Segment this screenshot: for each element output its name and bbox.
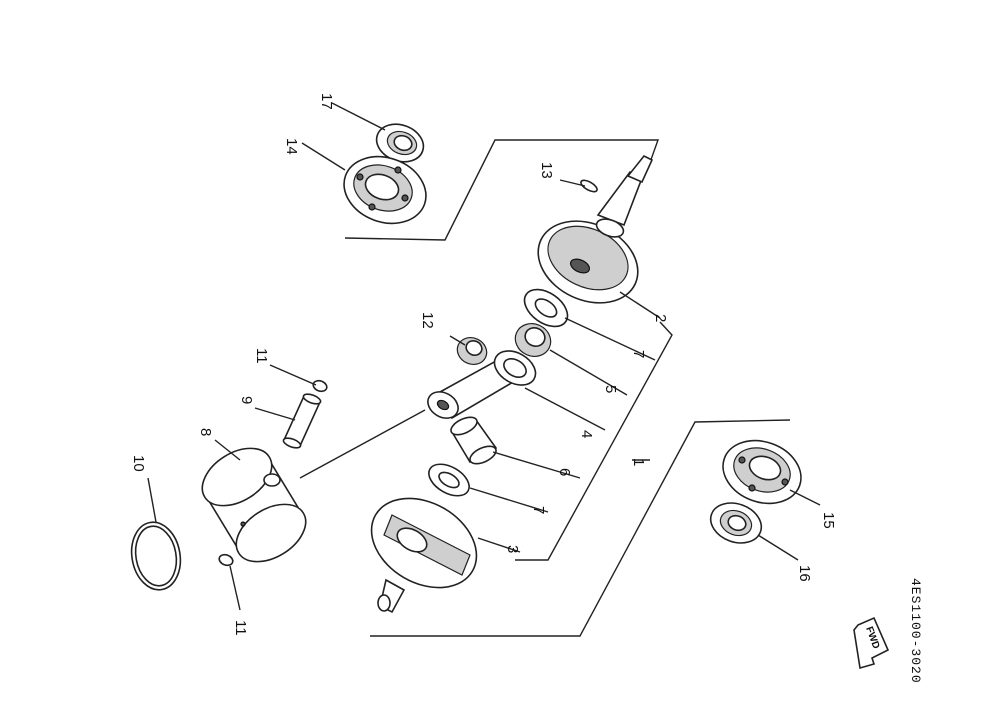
diagram-code: 4ES1100-3020 (908, 578, 923, 684)
label-13: 13 (538, 162, 555, 179)
oil-seal-top (375, 123, 425, 163)
label-7-lower: 7 (530, 506, 547, 514)
bearing-top (343, 155, 427, 225)
label-7-upper: 7 (630, 350, 647, 358)
bearing-lower (722, 439, 802, 505)
label-15: 15 (820, 512, 837, 529)
label-6: 6 (556, 468, 573, 476)
circlip-lower (218, 553, 234, 567)
piston (201, 447, 307, 563)
needle-bearing-small-end (456, 337, 488, 365)
label-5: 5 (602, 385, 619, 393)
label-16: 16 (796, 565, 813, 582)
piston-pin (282, 393, 322, 449)
circlip-upper (312, 379, 328, 393)
crank-left (370, 497, 478, 614)
forward-arrow-icon: FWD (853, 616, 890, 670)
label-11-lower: 11 (232, 620, 249, 636)
woodruff-key (580, 179, 598, 193)
oil-seal-lower (709, 502, 763, 544)
label-10: 10 (130, 455, 147, 472)
washer-lower (428, 463, 470, 497)
label-11-upper: 11 (253, 348, 270, 364)
label-4: 4 (578, 430, 595, 438)
crank-right (537, 154, 654, 304)
label-17: 17 (318, 93, 335, 110)
label-8: 8 (197, 428, 214, 436)
connecting-rod (427, 350, 537, 420)
leader-lines (147, 102, 821, 611)
bracket-lines (344, 139, 791, 637)
label-1: 1 (630, 458, 647, 466)
crank-pin (450, 416, 498, 465)
label-12: 12 (419, 312, 436, 329)
part-labels: 17 14 13 2 7 5 4 1 6 7 3 12 11 9 8 10 11… (130, 93, 837, 636)
piston-ring (130, 521, 182, 591)
label-9: 9 (238, 396, 255, 404)
label-14: 14 (283, 138, 300, 155)
needle-bearing-big-end (514, 323, 552, 357)
label-3: 3 (504, 545, 521, 553)
label-2: 2 (652, 314, 669, 322)
washer-upper (523, 288, 569, 328)
